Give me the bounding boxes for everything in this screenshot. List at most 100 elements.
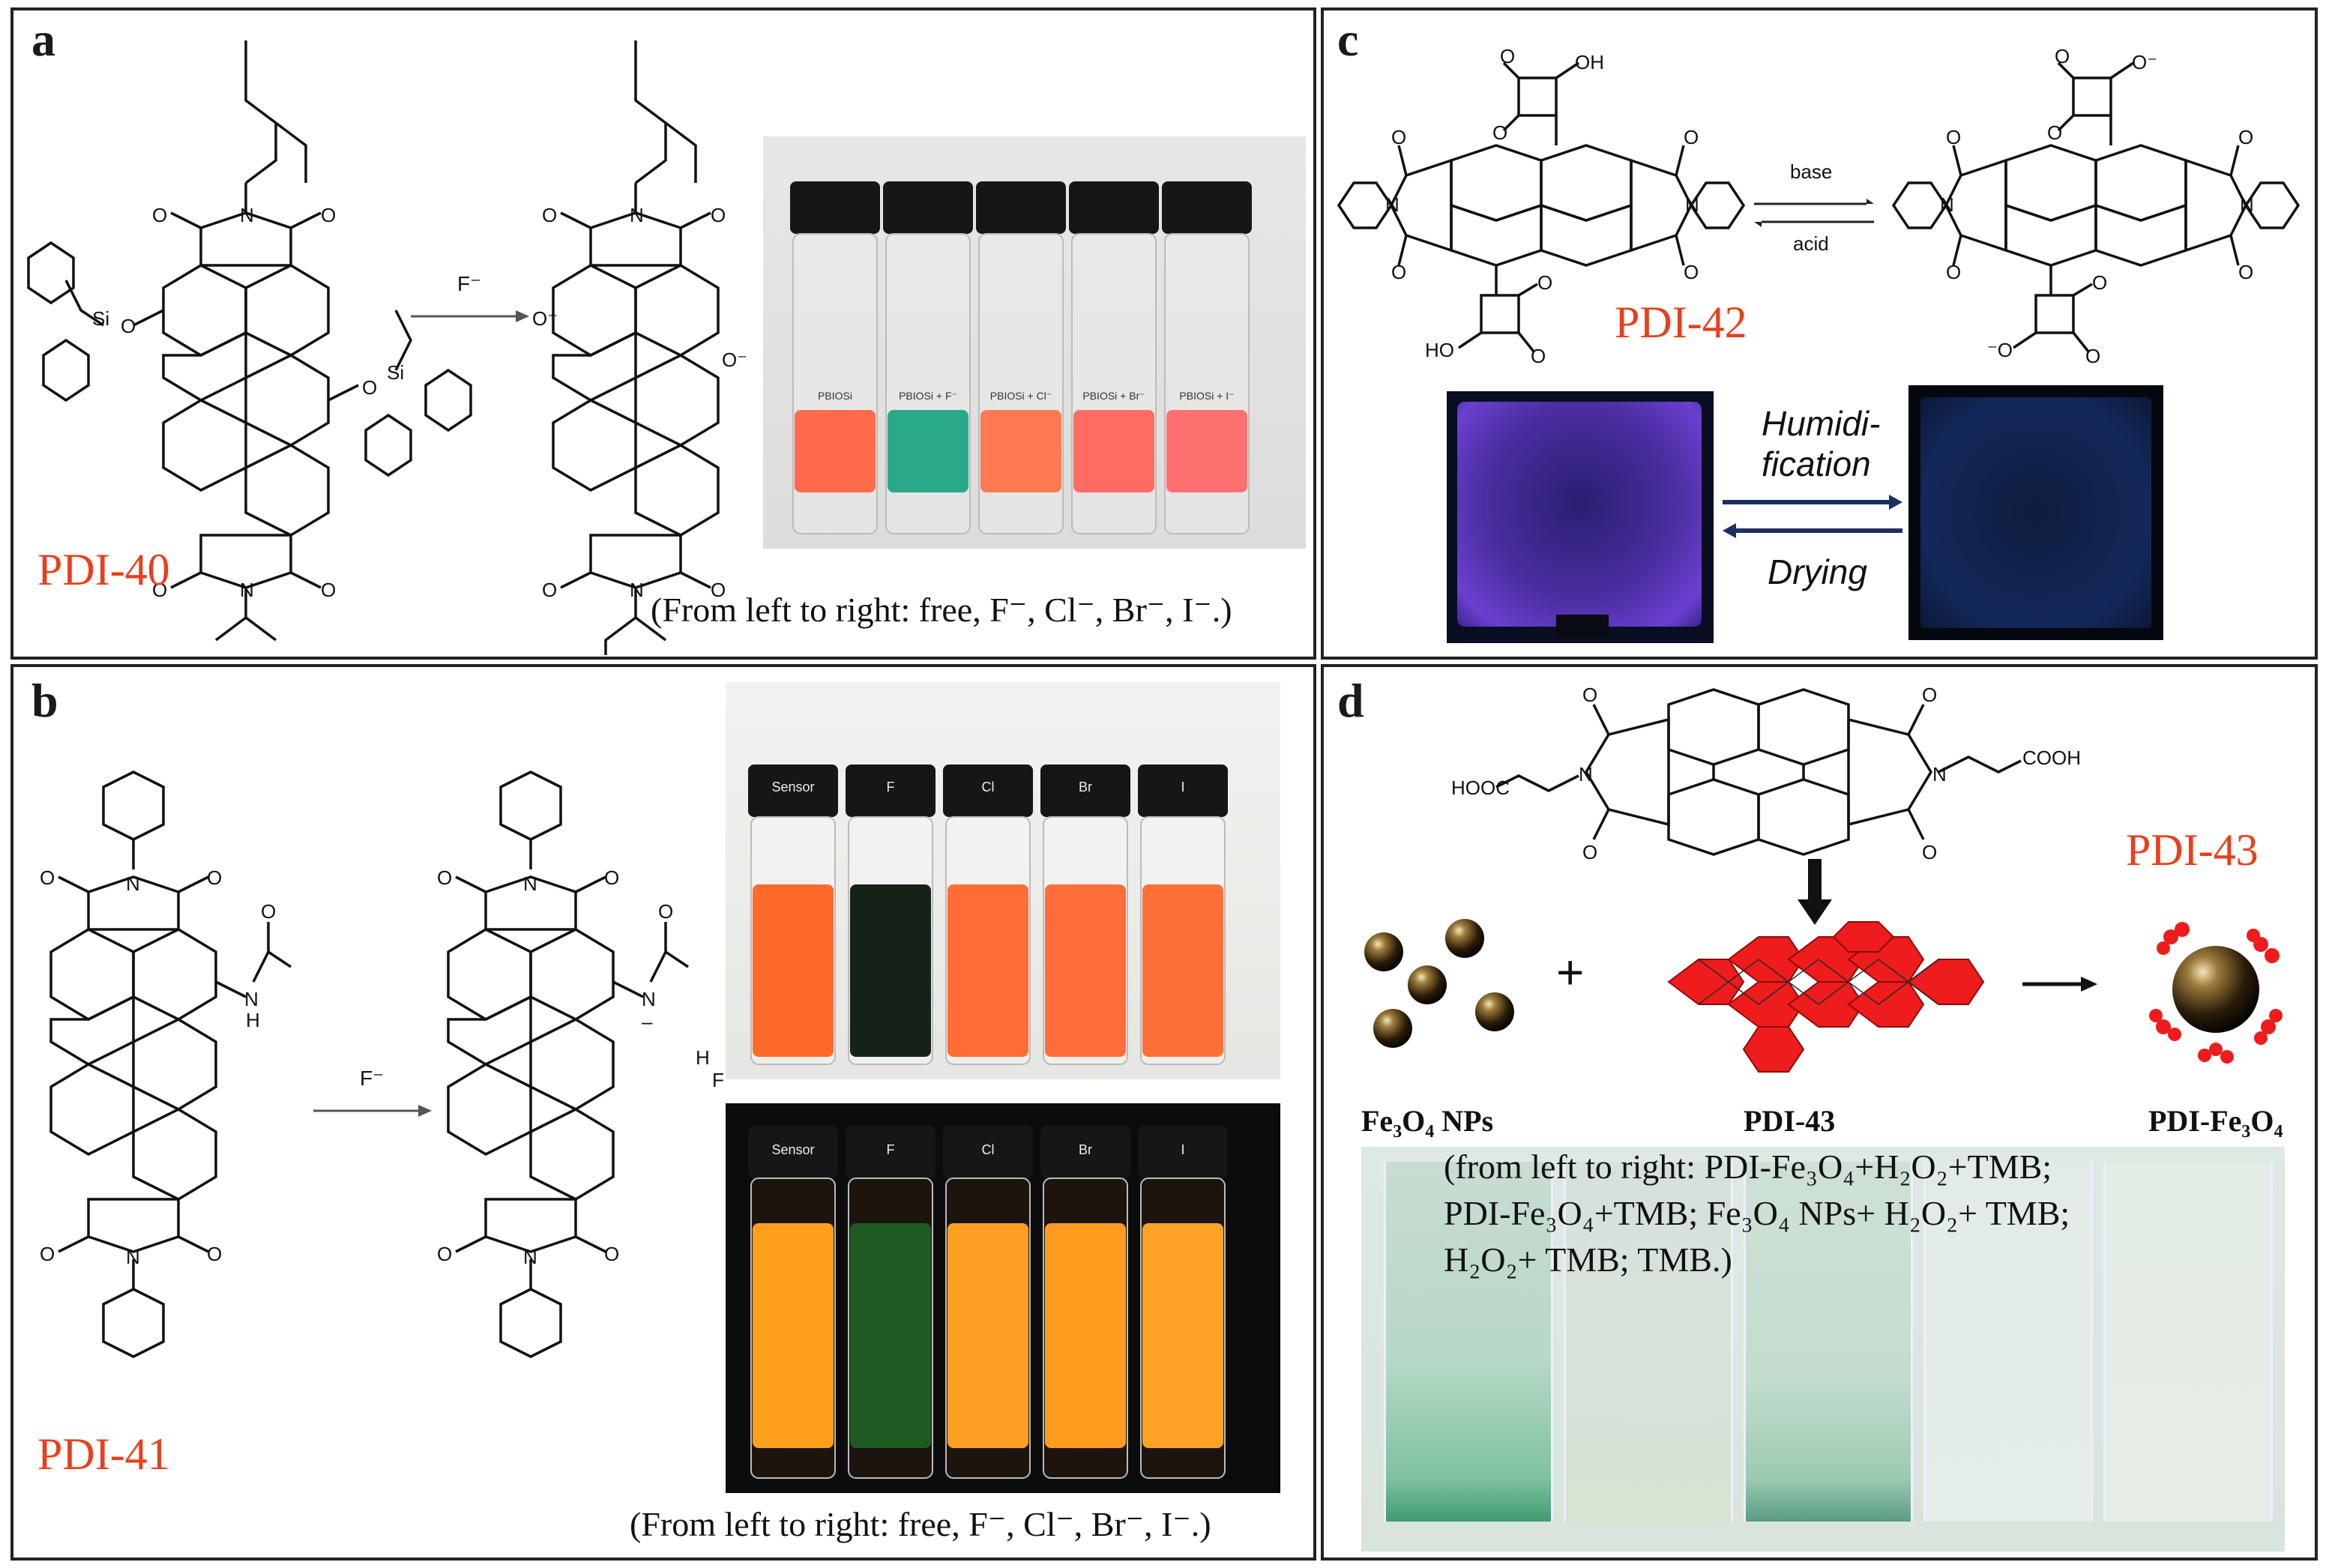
reagent-label-b: F⁻ [360, 1067, 384, 1090]
svg-text:O: O [1391, 261, 1406, 283]
caption-d-line-2: PDI-Fe₃O₄+TMB; Fe₃O₄ NPs+ H₂O₂+ TMB; [1444, 1194, 2070, 1232]
svg-text:O: O [1922, 841, 1937, 863]
vials-a-liquid-1 [795, 410, 876, 492]
plus-sign: + [1556, 945, 1585, 999]
photo-vials-a: PBIOSi PBIOSi + F⁻ PBIOSi + Cl⁻ PBIOSi +… [763, 136, 1306, 549]
structure-pdi-41-anion: N N O O O O N – O H F [437, 771, 724, 1358]
svg-text:O: O [1684, 126, 1699, 148]
svg-text:O: O [604, 866, 619, 889]
svg-text:O⁻: O⁻ [2132, 51, 2157, 73]
vials-a-liquid-3 [980, 410, 1061, 492]
structure-pdi-40-deprotected: N N O O O O O⁻ O⁻ [532, 40, 747, 655]
cap-label-b2-2: F [886, 1142, 895, 1157]
film-photo-dry [1908, 385, 2163, 640]
svg-text:N: N [126, 872, 140, 895]
panel-a: a [10, 7, 1316, 660]
svg-text:O: O [2238, 261, 2253, 283]
vials-b2-cap-4 [1040, 1126, 1130, 1178]
svg-text:O⁻: O⁻ [722, 349, 747, 371]
svg-text:O: O [1537, 271, 1552, 294]
svg-text:O: O [542, 204, 557, 226]
label-humidification-1: Humidi- [1762, 404, 1881, 443]
svg-text:O: O [2047, 121, 2062, 144]
vials-b2-cap-3 [943, 1126, 1033, 1178]
svg-text:H: H [246, 1009, 260, 1031]
cuvette-3 [1744, 1162, 1913, 1522]
svg-text:O: O [2055, 45, 2070, 67]
panel-d: d N N O O O O HOOC COOH PDI-43 [1321, 664, 2318, 1561]
vials-a-cap-5 [1162, 181, 1252, 234]
vial-label-a-5: PBIOSi + I⁻ [1179, 390, 1235, 402]
vials-b2-liquid-4 [1045, 1223, 1126, 1448]
vials-a-cap-3 [976, 181, 1066, 234]
svg-text:O: O [711, 579, 726, 601]
svg-text:N: N [126, 1246, 140, 1268]
pdi-43-red-molecule [1667, 921, 1985, 1073]
vials-b1-liquid-1 [753, 884, 834, 1057]
vial-label-a-2: PBIOSi + F⁻ [899, 390, 957, 402]
vials-b1-liquid-2 [850, 884, 931, 1057]
panel-letter-d: d [1337, 674, 1364, 727]
vials-b1-cap-4 [1040, 765, 1130, 817]
compound-label-pdi-40: PDI-40 [37, 545, 170, 594]
fe3o4-nanoparticles [1364, 919, 1514, 1048]
compound-label-pdi-41: PDI-41 [37, 1429, 170, 1479]
panel-letter-a: a [31, 13, 55, 66]
svg-text:N: N [630, 204, 644, 226]
down-arrow-d [1798, 859, 1832, 925]
svg-text:N: N [1385, 193, 1399, 216]
svg-text:–: – [642, 1010, 653, 1033]
structure-pdi-40: N N O O O O O Si O Si [27, 40, 472, 642]
reaction-arrow-b [313, 1105, 432, 1117]
svg-text:O: O [152, 204, 167, 226]
svg-text:N: N [1579, 763, 1593, 785]
photo-cuvettes-d [1361, 1147, 2285, 1552]
compound-label-pdi-43: PDI-43 [2126, 825, 2259, 875]
vial-label-a-3: PBIOSi + Cl⁻ [989, 390, 1052, 402]
label-humidification-2: fication [1762, 444, 1871, 483]
reaction-arrow-d [2022, 977, 2097, 992]
svg-text:O: O [321, 579, 336, 601]
vials-a-cap-4 [1069, 181, 1159, 234]
panel-letter-b: b [31, 674, 58, 727]
photo-vials-b-daylight: Sensor F Cl Br I [726, 682, 1280, 1079]
svg-text:O: O [152, 579, 167, 601]
svg-text:O: O [1582, 841, 1597, 863]
vials-a-liquid-2 [888, 410, 968, 492]
svg-text:O: O [1946, 261, 1961, 283]
vials-b2-liquid-5 [1142, 1223, 1223, 1448]
cap-label-b1-2: F [886, 780, 895, 794]
svg-text:O: O [207, 1243, 222, 1265]
caption-d-line-1: (from left to right: PDI-Fe₃O₄+H₂O₂+TMB; [1444, 1148, 2052, 1186]
cuvette-5 [2103, 1162, 2273, 1522]
reagent-label-a: F⁻ [457, 272, 481, 295]
svg-text:N: N [1685, 193, 1699, 216]
cuvette-2 [1564, 1162, 1733, 1522]
panel-c: c [1321, 7, 2318, 660]
panel-letter-c: c [1337, 13, 1359, 66]
vials-a-liquid-5 [1166, 410, 1247, 492]
cuvette-4 [1923, 1162, 2093, 1522]
svg-text:O: O [1500, 45, 1515, 67]
svg-text:Si: Si [92, 307, 109, 330]
structure-pdi-43: N N O O O O HOOC COOH [1451, 684, 2081, 863]
vials-b1-liquid-5 [1142, 884, 1223, 1057]
svg-text:⁻O: ⁻O [1987, 339, 2013, 361]
vials-b1-cap-5 [1138, 765, 1228, 817]
svg-text:N: N [1940, 193, 1954, 216]
compound-label-pdi-42: PDI-42 [1615, 298, 1747, 347]
cap-label-b1-1: Sensor [771, 780, 815, 794]
svg-text:O: O [121, 315, 136, 337]
vials-b2-liquid-2 [850, 1223, 931, 1448]
svg-text:O: O [1582, 684, 1597, 706]
vials-b2-cap-2 [846, 1126, 935, 1178]
vials-a-cap-2 [883, 181, 973, 234]
svg-text:O: O [711, 204, 726, 226]
svg-text:O: O [1684, 261, 1699, 283]
film-photo-humid [1447, 391, 1714, 643]
vials-b1-cap-3 [943, 765, 1033, 817]
panel-b: b N N O O O O N [10, 664, 1316, 1561]
humidity-arrows [1723, 495, 1902, 538]
svg-text:O: O [321, 204, 336, 226]
equilibrium-arrows [1754, 199, 1874, 227]
